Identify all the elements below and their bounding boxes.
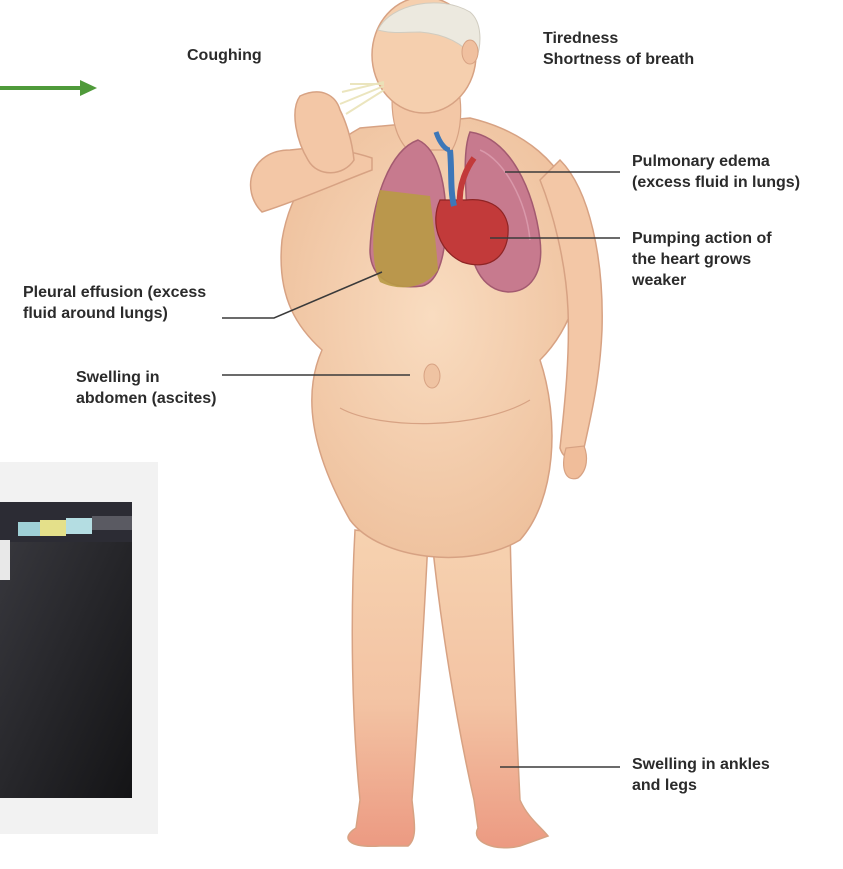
label-abdomen-line2: abdomen (ascites) [76, 388, 216, 409]
label-abdomen-swelling: Swelling in abdomen (ascites) [76, 367, 216, 409]
label-ankles-line1: Swelling in ankles [632, 754, 770, 775]
label-pleural-line2: fluid around lungs) [23, 303, 206, 324]
label-pumping-line1: Pumping action of [632, 228, 772, 249]
human-figure [251, 0, 603, 848]
label-coughing-text: Coughing [187, 45, 262, 66]
arrow-icon [0, 80, 97, 96]
left-leg [348, 530, 428, 846]
label-pulmonary-edema: Pulmonary edema (excess fluid in lungs) [632, 151, 800, 193]
right-leg [432, 530, 548, 848]
label-shortness-of-breath-text: Shortness of breath [543, 49, 694, 70]
label-ankles-legs: Swelling in ankles and legs [632, 754, 770, 796]
partial-photo [0, 462, 158, 834]
label-pulmonary-edema-line1: Pulmonary edema [632, 151, 800, 172]
label-ankles-line2: and legs [632, 775, 770, 796]
pleural-fluid [373, 190, 438, 287]
label-tiredness-breath: Tiredness Shortness of breath [543, 28, 694, 70]
label-pumping-line2: the heart grows [632, 249, 772, 270]
label-pulmonary-edema-line2: (excess fluid in lungs) [632, 172, 800, 193]
cough-spray [340, 82, 384, 114]
label-pleural-effusion: Pleural effusion (excess fluid around lu… [23, 282, 206, 324]
label-abdomen-line1: Swelling in [76, 367, 216, 388]
label-tiredness-text: Tiredness [543, 28, 694, 49]
label-pumping-action: Pumping action of the heart grows weaker [632, 228, 772, 291]
label-pleural-line1: Pleural effusion (excess [23, 282, 206, 303]
label-coughing: Coughing [187, 45, 262, 66]
label-pumping-line3: weaker [632, 270, 772, 291]
